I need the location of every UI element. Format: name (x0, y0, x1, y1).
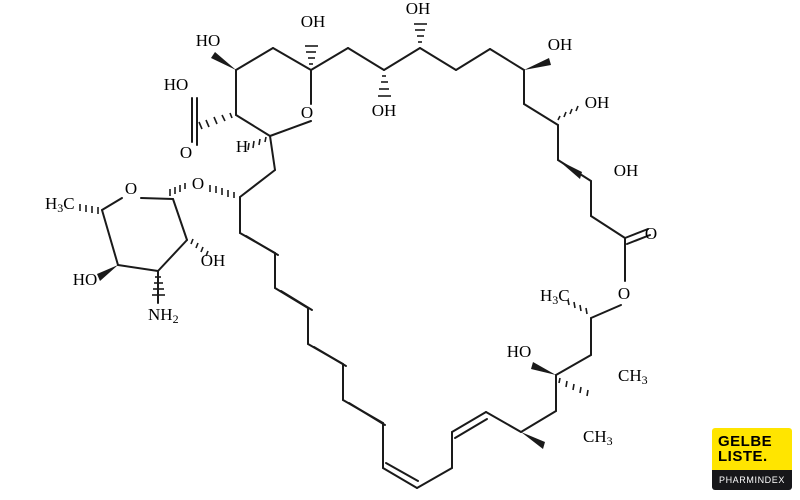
label-ch3-bottom-right: CH3 (583, 427, 613, 448)
wedge-bond-group (97, 52, 582, 449)
label-oh-c4: OH (372, 101, 397, 120)
hash-glycosidic-left (169, 183, 186, 196)
label-nh2: NH2 (148, 305, 179, 326)
label-o-ketone: O (645, 224, 657, 243)
hash-h-stereo (247, 136, 267, 151)
label-h3c-sugar: H3C (45, 194, 75, 215)
hash-oh-c3 (305, 45, 318, 65)
hash-ch3-midright (558, 377, 589, 397)
wedge-ho-lowerright (531, 362, 556, 375)
label-o-glycosidic: O (192, 174, 204, 193)
mycosamine-ring (101, 197, 188, 272)
hash-bond-group (79, 23, 589, 397)
pyran-ring (235, 47, 312, 137)
label-ho-acid: HO (164, 75, 189, 94)
label-h3c-ester: H3C (540, 286, 570, 307)
hash-h3c-ester (567, 299, 588, 315)
hash-oh-c4 (378, 75, 391, 97)
atom-label-group: HO OH OH OH HO O OH OH O H OH O O H3C O … (45, 0, 657, 448)
watermark-subtitle: PHARMINDEX (718, 475, 785, 485)
label-ho-top-left: HO (196, 31, 221, 50)
label-oh-c11: OH (614, 161, 639, 180)
label-ch3-mid-right: CH3 (618, 366, 648, 387)
label-oh-top-c3: OH (301, 12, 326, 31)
watermark-yellow-block: GELBE LISTE. (712, 428, 792, 470)
carboxyl-group (191, 97, 198, 146)
hash-oh-c9 (557, 105, 579, 121)
wedge-oh-topleft (211, 52, 236, 70)
hash-glycosidic-right (209, 185, 235, 198)
label-oh-c9: OH (585, 93, 610, 112)
hash-carboxyl (198, 112, 233, 130)
hash-oh-c5 (414, 23, 427, 43)
watermark-black-block: PHARMINDEX (712, 470, 792, 490)
label-oh-top-c7: OH (548, 35, 573, 54)
wedge-oh-c11 (558, 160, 582, 179)
label-o-sugar-ring: O (125, 179, 137, 198)
watermark-line-1: GELBE (718, 433, 773, 450)
label-o-ester: O (618, 284, 630, 303)
label-o-acid-double: O (180, 143, 192, 162)
label-o-pyran: O (301, 103, 313, 122)
label-ho-lower-right: HO (507, 342, 532, 361)
bond-group (101, 47, 651, 489)
wedge-oh-c7 (524, 58, 551, 70)
hash-nh2 (152, 276, 165, 296)
ester-carbonyl (624, 228, 651, 282)
polyene-chain (239, 196, 386, 469)
label-h-stereo: H (236, 137, 248, 156)
pyran-to-sugar-link (239, 135, 276, 198)
hash-oh-sugar-c2 (190, 238, 209, 257)
label-oh-sugar-c2: OH (201, 251, 226, 270)
watermark-gelbe-liste: GELBE LISTE. PHARMINDEX (712, 428, 792, 490)
wedge-ch3-bottomright (521, 432, 545, 449)
lower-right-chain (485, 304, 622, 433)
polyene-bottom-right (382, 411, 488, 489)
label-ho-sugar-c4: HO (73, 270, 98, 289)
wedge-ho-sugar (97, 265, 118, 281)
hash-h3c-sugar (79, 204, 99, 214)
watermark-line-2: LISTE. (718, 448, 768, 465)
label-oh-top-c5: OH (406, 0, 431, 18)
